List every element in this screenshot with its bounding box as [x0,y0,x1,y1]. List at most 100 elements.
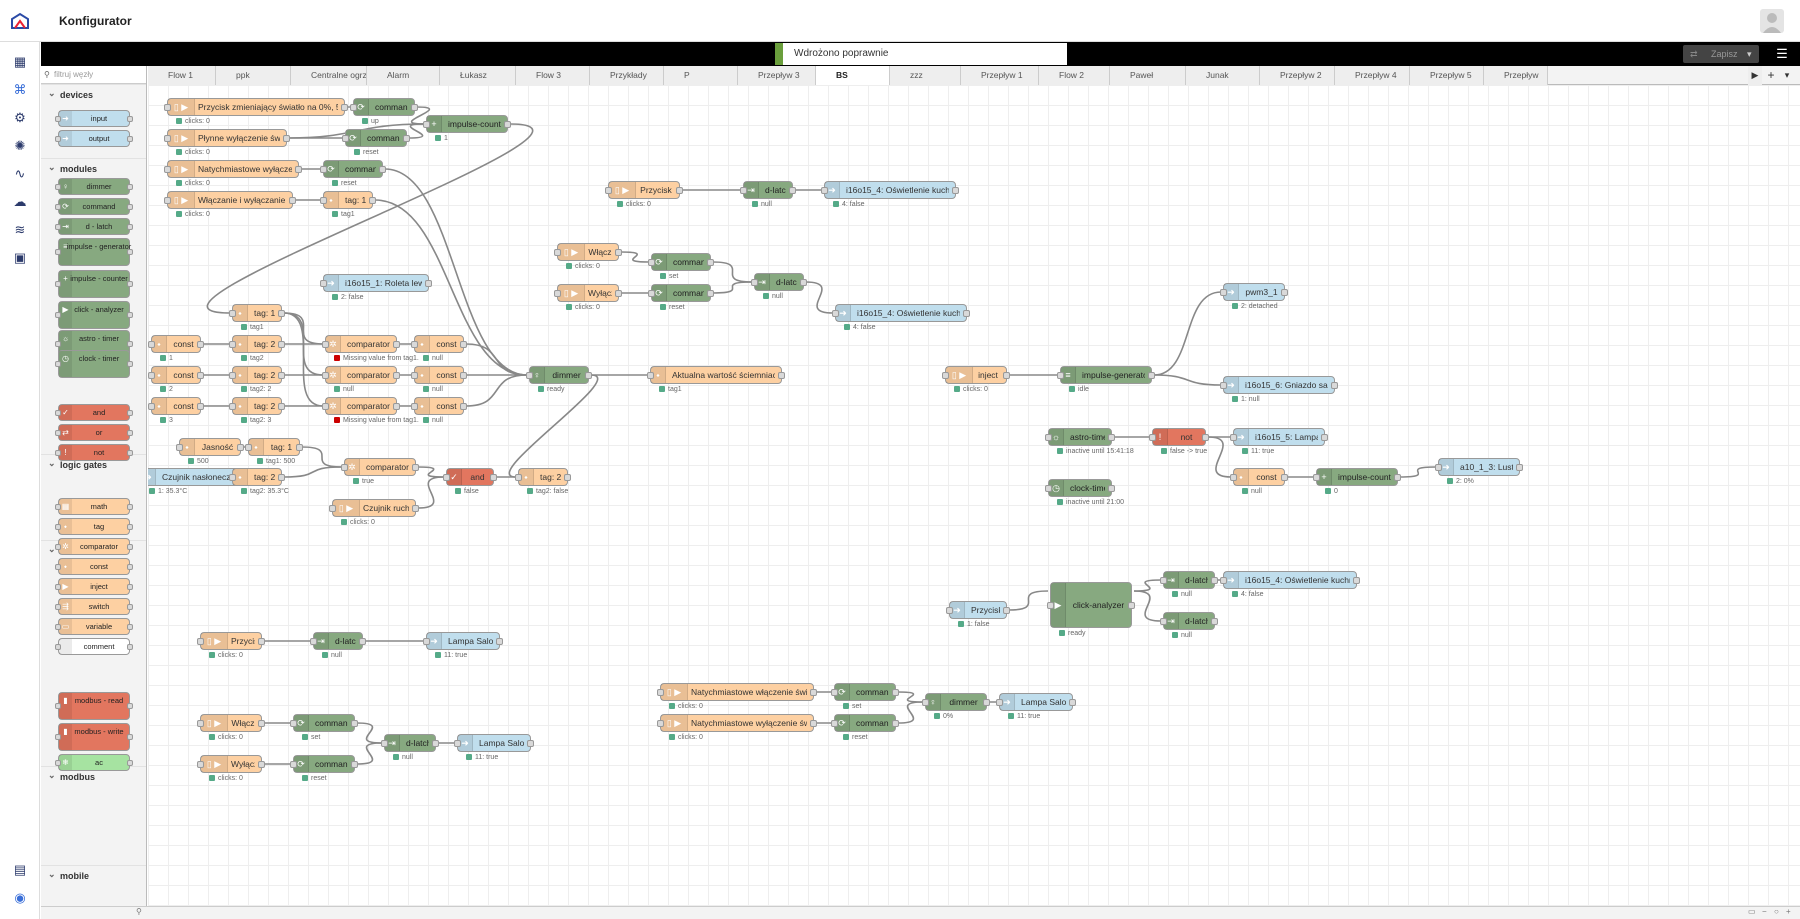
port-in[interactable] [55,223,61,230]
palette-node-dimmer[interactable]: ♀dimmer [55,178,133,195]
output-port[interactable] [707,259,714,266]
port-in[interactable] [55,563,61,570]
palette-category-devices[interactable]: devices [41,83,146,104]
output-port[interactable] [411,104,418,111]
output-port[interactable] [504,121,511,128]
settings-icon[interactable]: ⚙ [14,110,26,125]
tab-8[interactable]: Przepływ 3 [738,66,816,85]
input-port[interactable] [1057,372,1064,379]
input-port[interactable] [342,135,349,142]
output-port[interactable] [278,310,285,317]
port-out[interactable] [127,183,133,190]
port-in[interactable] [55,759,61,766]
flow-node-i16o15-1-roleta-lewa5[interactable]: ➜i16o15_1: Roleta lewa52: false [320,274,432,301]
palette-category-mobile[interactable]: mobile [41,864,146,885]
output-port[interactable] [425,280,432,287]
output-port[interactable] [585,372,592,379]
output-port[interactable] [1353,577,1360,584]
output-port[interactable] [393,341,400,348]
port-in[interactable] [55,523,61,530]
output-port[interactable] [412,464,419,471]
wire[interactable] [1133,590,1162,622]
output-port[interactable] [278,474,285,481]
input-port[interactable] [350,104,357,111]
add-tab-icon[interactable]: + [1767,68,1775,82]
input-port[interactable] [164,166,171,173]
output-port[interactable] [258,720,265,727]
input-port[interactable] [164,104,171,111]
flow-node-lampa-salon[interactable]: ➜Lampa Salon11: true [996,693,1076,720]
output-port[interactable] [351,761,358,768]
wire[interactable] [712,281,753,294]
input-port[interactable] [740,187,747,194]
palette-node-input[interactable]: ➜input [55,110,133,127]
palette-search-input[interactable]: ⚲ filtruj węzły [41,66,146,84]
chevron-down-icon[interactable]: ▾ [1747,49,1752,59]
output-port[interactable] [527,740,534,747]
port-out[interactable] [127,563,133,570]
deploy-button[interactable]: ⇄ Zapisz ▾ [1683,45,1759,63]
wire[interactable] [897,701,924,724]
flow-node-a10-1-3-lustro[interactable]: ➜a10_1_3: Lustro2: 0% [1435,458,1523,485]
port-in[interactable] [55,361,61,367]
output-port[interactable] [403,135,410,142]
cloud-icon[interactable]: ☁ [13,194,27,209]
wire[interactable] [283,312,324,407]
wire[interactable] [465,374,528,407]
input-port[interactable] [229,372,236,379]
wire[interactable] [465,343,528,376]
port-out[interactable] [127,312,133,318]
output-port[interactable] [1281,474,1288,481]
input-port[interactable] [554,290,561,297]
wire[interactable] [1207,436,1232,478]
port-out[interactable] [127,623,133,630]
port-in[interactable] [55,543,61,550]
output-port[interactable] [1128,602,1135,609]
output-port[interactable] [1202,434,1209,441]
search-icon[interactable]: ⚲ [136,907,142,916]
flow-node-command[interactable]: ⟳commandreset [320,160,386,187]
palette-node-or[interactable]: ⇄or [55,424,133,441]
output-port[interactable] [1211,577,1218,584]
port-in[interactable] [55,429,61,436]
input-port[interactable] [1230,474,1237,481]
port-in[interactable] [55,643,61,650]
output-port[interactable] [676,187,683,194]
input-port[interactable] [832,310,839,317]
flow-node-lampa-salon[interactable]: ➜Lampa Salon11: true [454,734,534,761]
tab-10[interactable]: zzz [890,66,961,85]
input-port[interactable] [320,197,327,204]
port-out[interactable] [127,223,133,230]
input-port[interactable] [1220,382,1227,389]
palette-node-output[interactable]: ➜output [55,130,133,147]
input-port[interactable] [751,279,758,286]
wire[interactable] [1133,579,1162,592]
output-port[interactable] [237,444,244,451]
input-port[interactable] [922,699,929,706]
input-port[interactable] [229,310,236,317]
wire[interactable] [508,374,599,478]
input-port[interactable] [322,372,329,379]
port-in[interactable] [55,603,61,610]
output-port[interactable] [615,290,622,297]
flow-node-command[interactable]: ⟳commandup [350,98,418,125]
output-port[interactable] [197,403,204,410]
input-port[interactable] [197,720,204,727]
flow-node-command[interactable]: ⟳commandreset [290,755,358,782]
output-port[interactable] [278,341,285,348]
tab-9[interactable]: BS [816,66,890,86]
tab-11[interactable]: Przepływ 1 [961,66,1039,85]
input-port[interactable] [290,761,297,768]
input-port[interactable] [648,290,655,297]
flow-node-command[interactable]: ⟳commandreset [648,284,714,311]
